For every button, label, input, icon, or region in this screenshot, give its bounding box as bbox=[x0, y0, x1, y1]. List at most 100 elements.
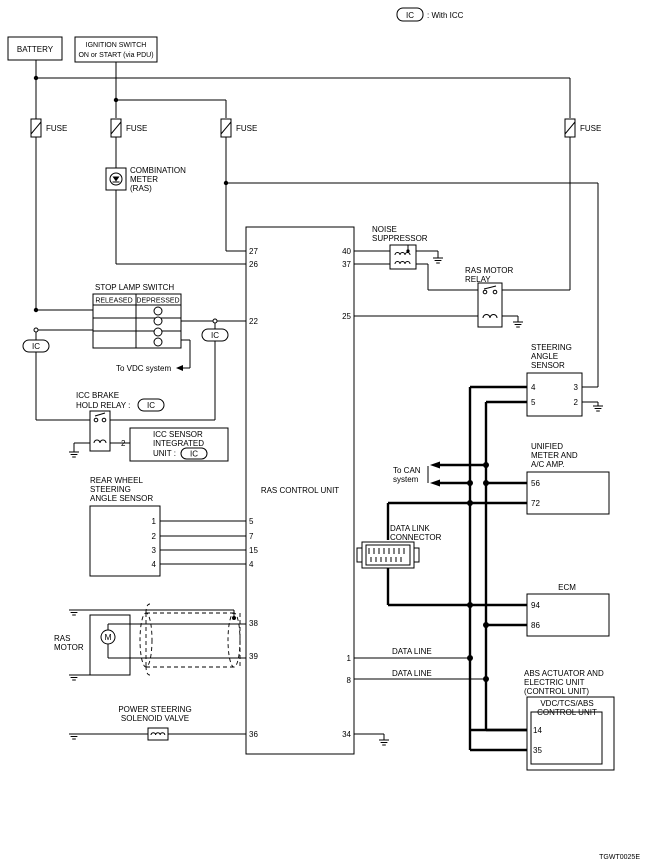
icc-sensor-ic-text: IC bbox=[190, 450, 198, 459]
icc-sensor-line1: ICC SENSOR bbox=[153, 430, 203, 439]
data-line-2-label: DATA LINE bbox=[392, 669, 432, 678]
to-vdc-label: To VDC system bbox=[116, 364, 171, 373]
pin-1: 1 bbox=[347, 654, 352, 663]
diagram-code: TGWT0025E bbox=[599, 854, 640, 861]
pin-39: 39 bbox=[249, 652, 258, 661]
data-link-line1: DATA LINK bbox=[390, 524, 430, 533]
rear-sensor-line1: REAR WHEEL bbox=[90, 476, 143, 485]
pin-22: 22 bbox=[249, 317, 258, 326]
steering-sensor-pin-5: 5 bbox=[531, 398, 536, 407]
pin-34-ground bbox=[354, 733, 390, 746]
ras-motor-line1: RAS bbox=[54, 634, 70, 643]
ecm-label: ECM bbox=[558, 583, 576, 592]
noise-suppressor-line2: SUPPRESSOR bbox=[372, 234, 428, 243]
motor-symbol: M bbox=[104, 632, 111, 642]
pin-4: 4 bbox=[249, 560, 254, 569]
fuse-2-label: FUSE bbox=[126, 124, 147, 133]
pin-27: 27 bbox=[249, 247, 258, 256]
data-line-1-label: DATA LINE bbox=[392, 647, 432, 656]
legend-description: : With ICC bbox=[427, 11, 464, 20]
combination-meter-line2: METER bbox=[130, 175, 158, 184]
unified-meter-line3: A/C AMP. bbox=[531, 460, 565, 469]
noise-suppressor-line1: NOISE bbox=[372, 225, 397, 234]
stop-lamp-depressed: DEPRESSED bbox=[136, 298, 179, 305]
stop-lamp-released: RELEASED bbox=[95, 298, 132, 305]
unified-meter-line1: UNIFIED bbox=[531, 442, 563, 451]
icc-sensor-line3: UNIT : bbox=[153, 449, 176, 458]
steering-sensor-line3: SENSOR bbox=[531, 361, 565, 370]
unified-meter-pin-72: 72 bbox=[531, 499, 540, 508]
fuse-wires bbox=[115, 137, 599, 388]
abs-line1: ABS ACTUATOR AND bbox=[524, 669, 604, 678]
combination-meter-line1: COMBINATION bbox=[130, 166, 186, 175]
pin-34: 34 bbox=[342, 730, 351, 739]
rear-sensor-pin-4: 4 bbox=[152, 560, 157, 569]
ras-motor-relay: RAS MOTOR RELAY bbox=[354, 160, 571, 328]
battery-box: BATTERY bbox=[7, 36, 63, 61]
power-steering-solenoid-valve: POWER STEERING SOLENOID VALVE bbox=[68, 705, 246, 741]
fuse-4-label: FUSE bbox=[580, 124, 601, 133]
combination-meter: COMBINATION METER (RAS) bbox=[105, 166, 186, 193]
rear-wheel-steering-angle-sensor: REAR WHEEL STEERING ANGLE SENSOR 1 2 3 4 bbox=[89, 476, 246, 577]
icc-brake-hold-relay: ICC BRAKE HOLD RELAY : IC bbox=[68, 391, 165, 458]
unified-meter-line2: METER AND bbox=[531, 451, 578, 460]
ic-badge-text: IC bbox=[406, 11, 414, 20]
ic-badge-left-text: IC bbox=[32, 342, 40, 351]
noise-suppressor: NOISE SUPPRESSOR bbox=[354, 225, 478, 291]
steering-sensor-pin-2: 2 bbox=[574, 398, 579, 407]
data-link-connector: DATA LINK CONNECTOR bbox=[356, 524, 442, 569]
ras-motor: RAS MOTOR M bbox=[54, 603, 246, 681]
solenoid-line1: POWER STEERING bbox=[118, 705, 191, 714]
ras-control-unit-label: RAS CONTROL UNIT bbox=[261, 486, 339, 495]
stop-lamp-title: STOP LAMP SWITCH bbox=[95, 283, 174, 292]
rear-sensor-pin-1: 1 bbox=[152, 517, 157, 526]
pin-7: 7 bbox=[249, 532, 254, 541]
rear-sensor-line2: STEERING bbox=[90, 485, 131, 494]
steering-sensor-line1: STEERING bbox=[531, 343, 572, 352]
icc-sensor-integrated-unit: 2 ICC SENSOR INTEGRATED UNIT : IC bbox=[121, 427, 229, 462]
icc-relay-line2: HOLD RELAY : bbox=[76, 401, 130, 410]
data-link-line2: CONNECTOR bbox=[390, 533, 442, 542]
abs-line3: (CONTROL UNIT) bbox=[524, 687, 589, 696]
power-rails bbox=[33, 60, 571, 310]
abs-pin-14: 14 bbox=[533, 726, 542, 735]
fuse-3-label: FUSE bbox=[236, 124, 257, 133]
steering-angle-sensor: STEERING ANGLE SENSOR 4 5 3 2 bbox=[526, 343, 604, 417]
ic-badge-right-text: IC bbox=[211, 331, 219, 340]
fuse-1-label: FUSE bbox=[46, 124, 67, 133]
to-can-line2: system bbox=[393, 475, 419, 484]
ras-control-unit: RAS CONTROL UNIT 27 26 22 5 7 15 4 38 39… bbox=[245, 226, 355, 755]
fuse-3: FUSE bbox=[220, 118, 257, 138]
solenoid-line2: SOLENOID VALVE bbox=[121, 714, 189, 723]
abs-inner-line2: CONTROL UNIT bbox=[537, 708, 597, 717]
pin-37: 37 bbox=[342, 260, 351, 269]
steering-sensor-pin-4: 4 bbox=[531, 383, 536, 392]
can-bus: To CAN system DATA LINE DATA LINE bbox=[354, 385, 527, 752]
ic-badge-frame bbox=[396, 7, 424, 22]
fuse-1: FUSE bbox=[30, 118, 67, 138]
rear-sensor-pin-2: 2 bbox=[152, 532, 157, 541]
legend: IC : With ICC bbox=[396, 7, 464, 22]
abs-inner-line1: VDC/TCS/ABS bbox=[540, 699, 593, 708]
battery-label: BATTERY bbox=[17, 45, 54, 54]
abs-pin-35: 35 bbox=[533, 746, 542, 755]
pin-5: 5 bbox=[249, 517, 254, 526]
fuse-4: FUSE bbox=[564, 118, 601, 138]
steering-sensor-line2: ANGLE bbox=[531, 352, 558, 361]
ecm: ECM 94 86 bbox=[526, 583, 610, 637]
pin-26: 26 bbox=[249, 260, 258, 269]
combination-meter-line3: (RAS) bbox=[130, 184, 152, 193]
unified-meter: UNIFIED METER AND A/C AMP. 56 72 bbox=[526, 442, 610, 515]
icc-sensor-line2: INTEGRATED bbox=[153, 439, 204, 448]
pin-15: 15 bbox=[249, 546, 258, 555]
ecm-pin-94: 94 bbox=[531, 601, 540, 610]
icc-relay-line1: ICC BRAKE bbox=[76, 391, 119, 400]
pin-38: 38 bbox=[249, 619, 258, 628]
abs-actuator: ABS ACTUATOR AND ELECTRIC UNIT (CONTROL … bbox=[524, 669, 615, 771]
ic-badge-left: IC bbox=[22, 332, 92, 421]
rear-sensor-line3: ANGLE SENSOR bbox=[90, 494, 153, 503]
ignition-line1: IGNITION SWITCH bbox=[86, 42, 147, 49]
ignition-line2: ON or START (via PDU) bbox=[78, 52, 153, 59]
pin-8: 8 bbox=[347, 676, 352, 685]
ras-relay-line1: RAS MOTOR bbox=[465, 266, 514, 275]
